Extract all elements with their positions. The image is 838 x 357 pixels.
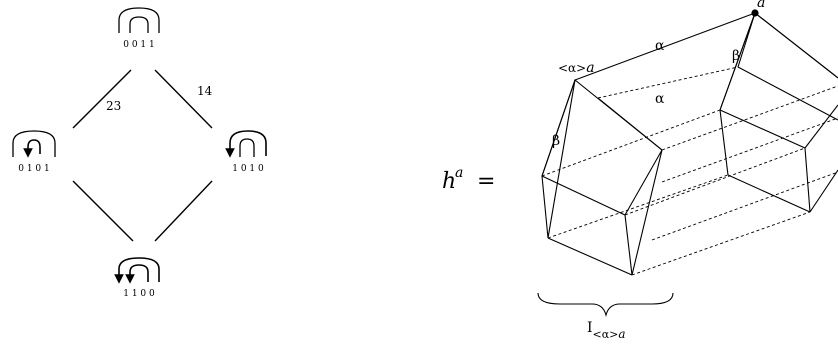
equation-equals: =	[477, 169, 495, 194]
equation-superscript: a	[455, 165, 463, 181]
right-box-inner-8	[737, 12, 756, 68]
arc-outer-arrow	[225, 130, 267, 158]
edge-label-23: 23	[106, 99, 121, 113]
lattice-edge-top-left	[72, 69, 132, 129]
right-box-inner-1	[719, 109, 806, 149]
label-alpha-a: <α>a	[558, 60, 595, 76]
label-alpha-top: α	[655, 38, 665, 54]
right-box-inner-5	[737, 66, 838, 121]
lattice-node-right: 1 0 1 0	[225, 130, 267, 174]
lattice-edge-right-bottom	[154, 180, 213, 242]
arc-outer-arrow	[114, 257, 160, 284]
edge-label-14: 14	[197, 84, 213, 98]
dashed-edge	[624, 147, 806, 216]
lattice-node-left: 0 1 0 1	[12, 130, 56, 174]
left-box-inner-1	[541, 175, 549, 239]
right-box-inner-4	[804, 147, 811, 213]
left-box-inner-6	[624, 149, 663, 216]
dashed-edge	[597, 66, 739, 99]
dashed-edge	[547, 174, 729, 239]
arc-inner-arrow	[125, 264, 149, 284]
left-box-inner-2	[547, 237, 633, 276]
arc-outer	[118, 7, 160, 33]
brace-label-sub-var: a	[618, 327, 625, 341]
dashed-edge	[631, 211, 811, 276]
edge-top-front	[574, 12, 756, 81]
brace	[537, 292, 674, 318]
vertex-label: a	[757, 0, 765, 11]
lattice: 23 14 0 0 1 1 0 1 0 1 1 0 1 0 1 1 0 0	[12, 7, 267, 299]
arc-outer	[12, 130, 56, 157]
node-digits: 1 1 0 0	[123, 289, 155, 299]
dashed-edge	[651, 171, 838, 241]
arc-inner-arrow	[23, 139, 41, 158]
node-digits: 0 1 0 1	[18, 164, 50, 174]
left-box-inner-4	[624, 214, 633, 276]
arc-inner	[239, 138, 255, 157]
node-digits: 0 0 1 1	[123, 40, 155, 50]
dashed-edge	[661, 117, 838, 183]
lattice-edge-top-right	[154, 69, 213, 129]
arc-inner	[129, 16, 149, 33]
right-box-inner-2	[719, 109, 729, 176]
right-box-inner-7	[809, 169, 838, 213]
brace-label-main: I	[587, 320, 593, 336]
equation: h a =	[442, 165, 495, 194]
left-box-inner-3	[541, 175, 626, 216]
left-box-inner-5	[547, 79, 576, 239]
brace-label-sub-prefix: <α>	[593, 328, 619, 341]
label-beta-right: β	[732, 48, 740, 64]
cube-figure	[537, 12, 838, 318]
label-alpha-mid: α	[655, 91, 665, 107]
lattice-edge-left-bottom	[72, 180, 134, 242]
equation-h: h	[442, 169, 456, 194]
vertex-dot	[751, 9, 759, 17]
left-box-inner-7	[597, 97, 663, 151]
right-box-inner-3	[727, 174, 811, 213]
dashed-edges	[541, 66, 838, 276]
node-digits: 1 0 1 0	[232, 164, 264, 174]
dashed-edge	[541, 109, 721, 177]
dashed-edge	[661, 85, 838, 151]
label-alpha-a-var: a	[586, 60, 594, 76]
right-box-inner-6	[804, 104, 838, 149]
left-box-front-top	[541, 79, 663, 276]
lattice-node-bottom: 1 1 0 0	[114, 257, 160, 299]
label-alpha-a-prefix: <α>	[558, 61, 586, 75]
lattice-node-top: 0 0 1 1	[118, 7, 160, 50]
label-beta-left: β	[552, 133, 560, 149]
brace-label: I<α>a	[587, 320, 626, 341]
